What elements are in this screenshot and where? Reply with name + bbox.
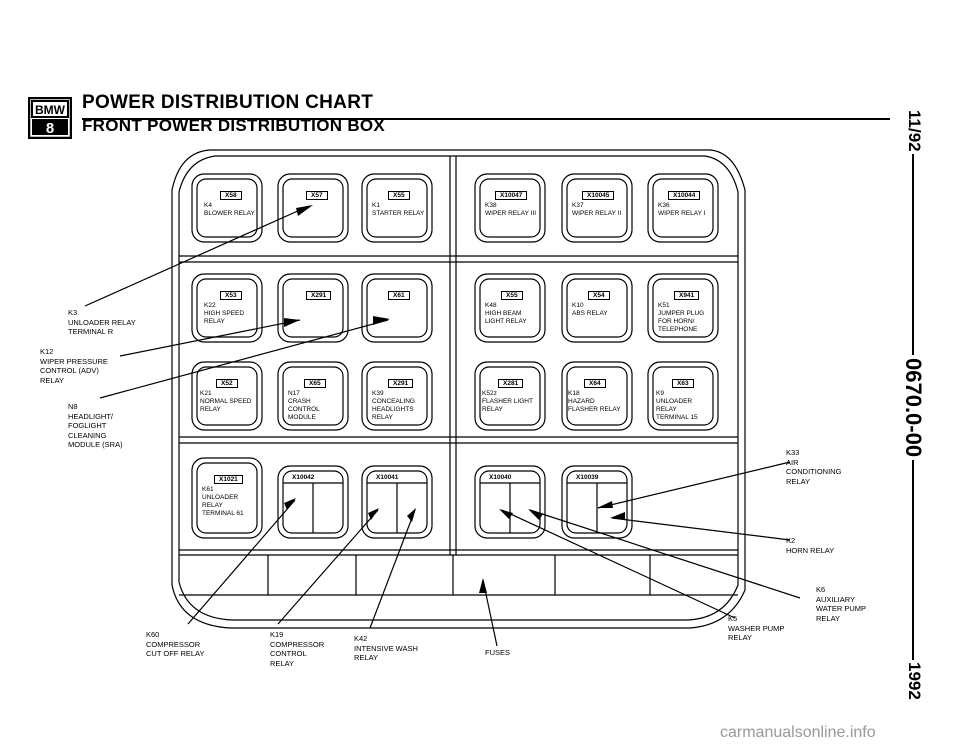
relay-k48: X55 K48 HIGH BEAM LIGHT RELAY bbox=[485, 291, 527, 325]
relay-x10041: X10041 bbox=[376, 474, 399, 481]
watermark: carmanualsonline.info bbox=[720, 724, 876, 741]
callout-k3: K3 UNLOADER RELAY TERMINAL R bbox=[68, 308, 136, 336]
bmw-logo-icon: BMW 8 bbox=[28, 97, 72, 139]
page-title: POWER DISTRIBUTION CHART bbox=[82, 92, 374, 113]
logo-bottom-text: 8 bbox=[46, 120, 54, 137]
relay-x10042: X10042 bbox=[292, 474, 315, 481]
relay-k4: X58 K4 BLOWER RELAY bbox=[204, 191, 255, 217]
callout-k60: K60 COMPRESSOR CUT OFF RELAY bbox=[146, 630, 205, 658]
relay-k10: X54 K10 ABS RELAY bbox=[572, 291, 610, 317]
relay-x10039: X10039 bbox=[576, 474, 599, 481]
relay-k18: X64 K18 HAZARD FLASHER RELAY bbox=[568, 379, 621, 413]
box-outline bbox=[171, 149, 746, 629]
relay-k51: X941 K51 JUMPER PLUG FOR HORN/ TELEPHONE bbox=[658, 291, 705, 333]
relay-k52z: X281 K52z FLASHER LIGHT RELAY bbox=[482, 379, 533, 413]
relay-k37: X10045 K37 WIPER RELAY II bbox=[572, 191, 622, 217]
callout-n8: N8 HEADLIGHT/ FOGLIGHT CLEANING MODULE (… bbox=[68, 402, 123, 449]
title-rule bbox=[82, 118, 890, 120]
relay-k39: X291 K39 CONCEALING HEADLIGHTS RELAY bbox=[372, 379, 415, 421]
callout-k2: K2 HORN RELAY bbox=[786, 536, 835, 555]
relay-x291-top: X291 bbox=[290, 284, 332, 302]
relay-k1: X55 K1 STARTER RELAY bbox=[372, 191, 425, 217]
callout-k19: K19 COMPRESSOR CONTROL RELAY bbox=[270, 630, 325, 668]
relay-k38: X10047 K38 WIPER RELAY III bbox=[485, 191, 537, 217]
logo-top-text: BMW bbox=[35, 103, 66, 117]
callout-k6: K6 AUXILIARY WATER PUMP RELAY bbox=[816, 585, 866, 623]
callout-k42: K42 INTENSIVE WASH RELAY bbox=[354, 634, 418, 662]
relay-k36: X10044 K36 WIPER RELAY I bbox=[658, 191, 706, 217]
callout-k12: K12 WIPER PRESSURE CONTROL (ADV) RELAY bbox=[40, 347, 108, 385]
relay-k9: X63 K9 UNLOADER RELAY TERMINAL 15 bbox=[656, 379, 698, 421]
page-subtitle: FRONT POWER DISTRIBUTION BOX bbox=[82, 116, 386, 135]
relay-x61: X61 bbox=[372, 284, 410, 302]
relay-x10040: X10040 bbox=[489, 474, 512, 481]
relay-k21: X52 K21 NORMAL SPEED RELAY bbox=[200, 379, 252, 413]
relay-k22: X53 K22 HIGH SPEED RELAY bbox=[204, 291, 245, 325]
relay-n17: X65 N17 CRASH CONTROL MODULE bbox=[288, 372, 326, 422]
relay-x57: X57 bbox=[290, 184, 328, 202]
callout-k5: K5 WASHER PUMP RELAY bbox=[728, 614, 785, 642]
callout-k33: K33 AIR CONDITIONING RELAY bbox=[786, 448, 842, 486]
callout-fuses: FUSES bbox=[485, 648, 511, 657]
relay-k61: X1021 K61 UNLOADER RELAY TERMINAL 61 bbox=[202, 475, 244, 517]
